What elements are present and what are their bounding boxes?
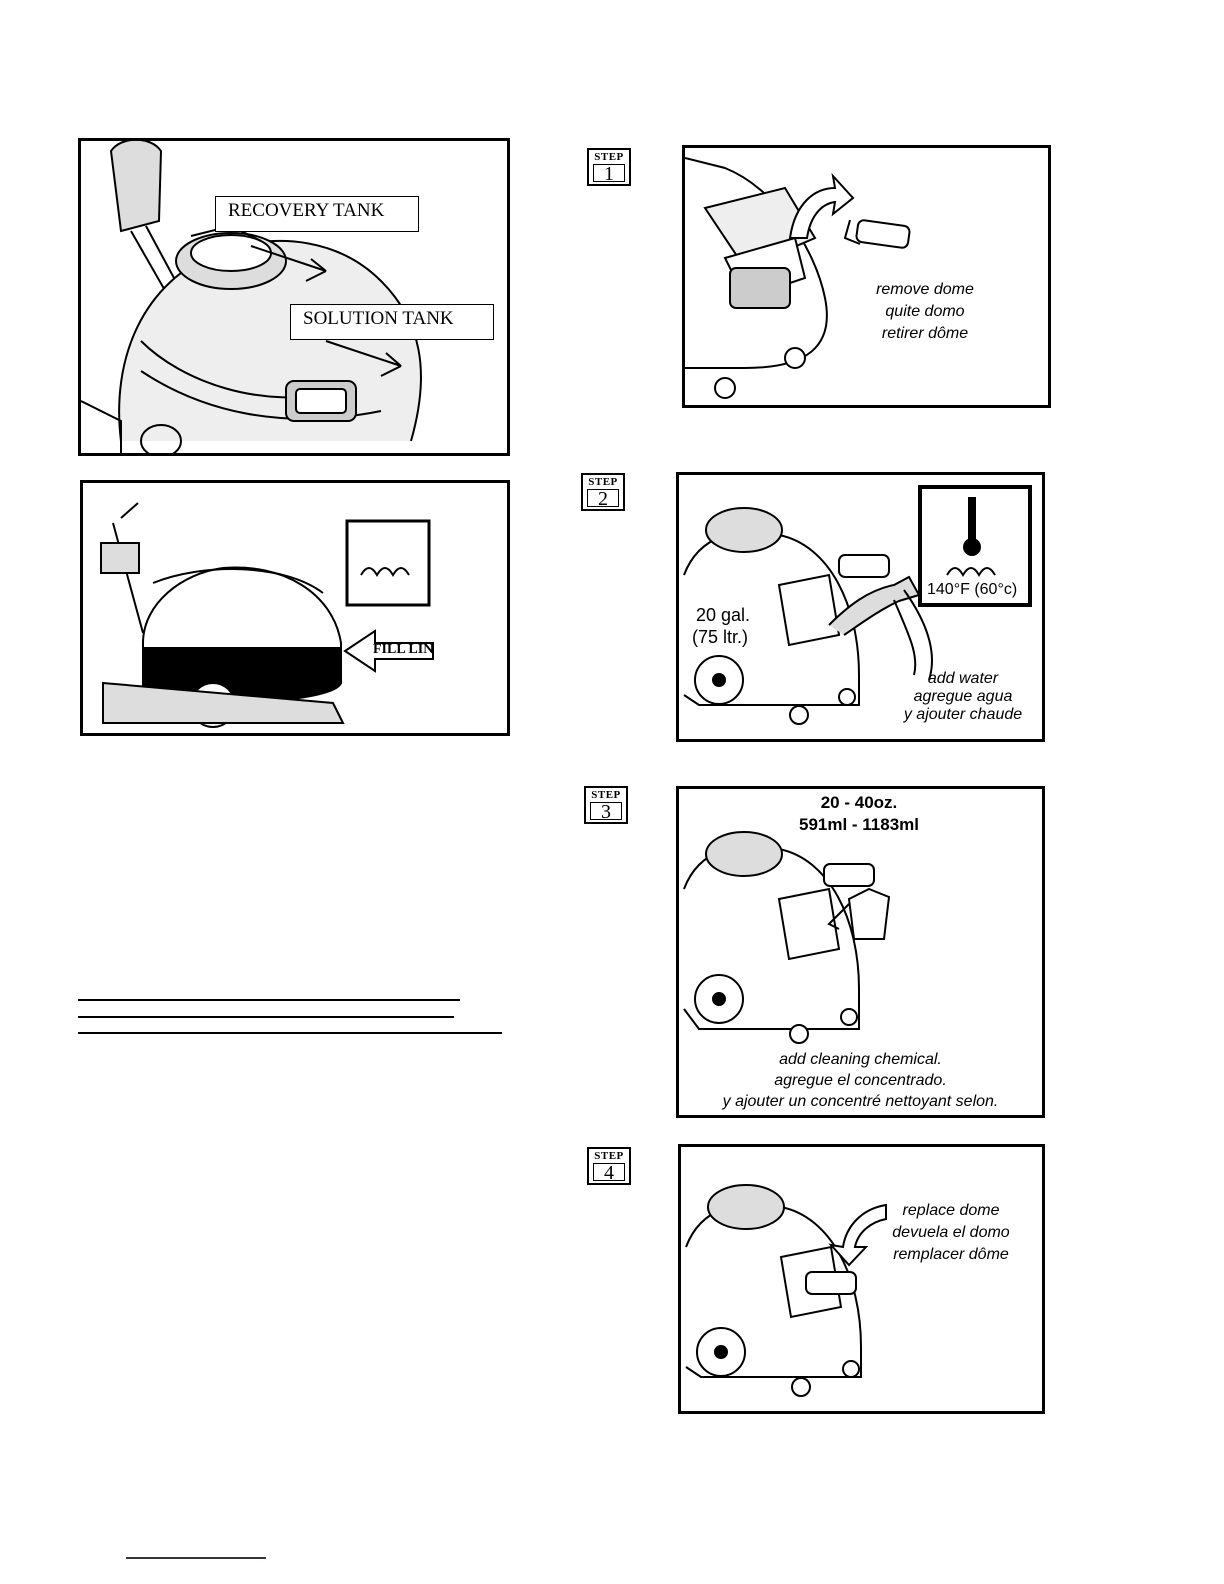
water-wave-icon	[360, 567, 410, 578]
step-2-caption-en: add water	[927, 670, 999, 687]
remove-dome-drawing	[685, 157, 911, 399]
fill-line-label: FILL LINE	[373, 642, 433, 657]
replace-dome-drawing	[685, 1184, 887, 1397]
step-3-caption-es: agregue el concentrado.	[774, 1072, 947, 1089]
step-number: 3	[590, 802, 622, 822]
water-wave-icon	[946, 567, 996, 578]
step-1-badge: STEP 1	[587, 148, 631, 186]
step-tag: STEP	[594, 151, 624, 163]
step-4-badge: STEP 4	[587, 1147, 631, 1185]
water-temperature: 140°F (60°c)	[927, 581, 1018, 598]
chemical-amount-ml: 591ml - 1183ml	[798, 815, 920, 834]
step-1-caption-es: quite domo	[885, 303, 965, 320]
fill-line-illustration: FILL LINE	[80, 480, 510, 736]
step-3-badge: STEP 3	[584, 786, 628, 824]
step-3-caption-fr: y ajouter un concentré nettoyant selon.	[722, 1093, 999, 1110]
step-4-caption-es: devuela el domo	[892, 1224, 1010, 1241]
step-2-badge: STEP 2	[581, 473, 625, 511]
water-volume-gallons: 20 gal.	[696, 605, 751, 625]
footer-rule	[126, 1557, 266, 1559]
step-number: 4	[593, 1163, 625, 1183]
add-chemical-drawing	[683, 831, 891, 1044]
chemical-amount-oz: 20 - 40oz.	[820, 793, 898, 812]
tank-overview-illustration: RECOVERY TANK SOLUTION TANK	[78, 138, 510, 456]
recovery-tank-callout: RECOVERY TANK	[215, 196, 419, 232]
water-volume-liters: (75 ltr.)	[692, 627, 749, 647]
step-number: 2	[587, 489, 619, 509]
rule-line-2	[78, 1016, 454, 1018]
step-1-illustration: remove dome quite domo retirer dôme	[682, 145, 1051, 408]
add-water-drawing	[683, 485, 1032, 725]
step-4-illustration: replace dome devuela el domo remplacer d…	[678, 1144, 1045, 1414]
curved-arrow-icon	[828, 1203, 887, 1267]
rule-line-3	[78, 1032, 502, 1034]
extractor-machine-drawing	[81, 141, 422, 453]
step-number: 1	[593, 164, 625, 184]
step-1-caption-fr: retirer dôme	[881, 325, 969, 342]
step-2-illustration: 20 gal. (75 ltr.) 140°F (60°c) add water…	[676, 472, 1045, 742]
step-tag: STEP	[591, 789, 621, 801]
step-3-illustration: 20 - 40oz. 591ml - 1183ml add cleaning c…	[676, 786, 1045, 1118]
thermometer-icon	[968, 497, 976, 545]
step-3-caption-en: add cleaning chemical.	[779, 1051, 942, 1068]
step-1-caption-en: remove dome	[876, 281, 974, 298]
water-symbol-box	[345, 519, 431, 607]
step-tag: STEP	[594, 1150, 624, 1162]
step-tag: STEP	[588, 476, 618, 488]
step-2-caption-es: agregue agua	[913, 688, 1013, 705]
step-4-caption-en: replace dome	[902, 1202, 1000, 1219]
step-4-caption-fr: remplacer dôme	[893, 1246, 1009, 1263]
fill-line-machine-drawing	[100, 502, 434, 728]
rule-line-1	[78, 999, 460, 1001]
solution-tank-callout: SOLUTION TANK	[290, 304, 494, 340]
fill-arrow-icon	[343, 629, 434, 673]
step-2-caption-fr: y ajouter chaude	[903, 706, 1023, 723]
